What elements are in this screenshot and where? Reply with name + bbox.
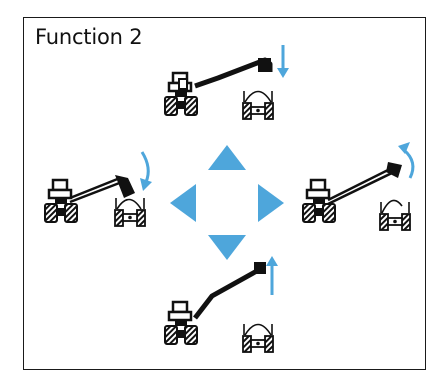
tractor-bottom: [163, 300, 199, 346]
curved-arrow-up-icon: [398, 142, 415, 179]
rear-view-left: [114, 197, 146, 227]
scene-top: [163, 45, 289, 120]
scene-bottom: [163, 256, 278, 353]
arrow-up-icon: [266, 256, 278, 295]
rear-view-bottom: [242, 323, 274, 353]
scene-left: [43, 151, 152, 227]
boom-head-top: [258, 58, 271, 72]
tractor-right: [301, 178, 337, 224]
rear-view-right: [379, 199, 411, 231]
pad-up-arrow-icon: [208, 145, 246, 170]
rear-view-top: [242, 90, 274, 120]
pad-left-arrow-icon: [170, 184, 196, 222]
pad-right-arrow-icon: [258, 184, 284, 222]
scene-right: [301, 142, 415, 231]
direction-pad: [170, 145, 284, 260]
tractor-top: [163, 71, 199, 117]
pad-down-arrow-icon: [208, 235, 246, 260]
arrow-down-icon: [277, 45, 289, 78]
boom-head-bottom: [254, 262, 266, 274]
curved-arrow-down-icon: [140, 151, 152, 191]
boom-bottom: [193, 265, 264, 320]
diagram-title: Function 2: [35, 25, 143, 49]
boom-head-right: [386, 162, 402, 178]
boom-head-left: [115, 175, 135, 198]
